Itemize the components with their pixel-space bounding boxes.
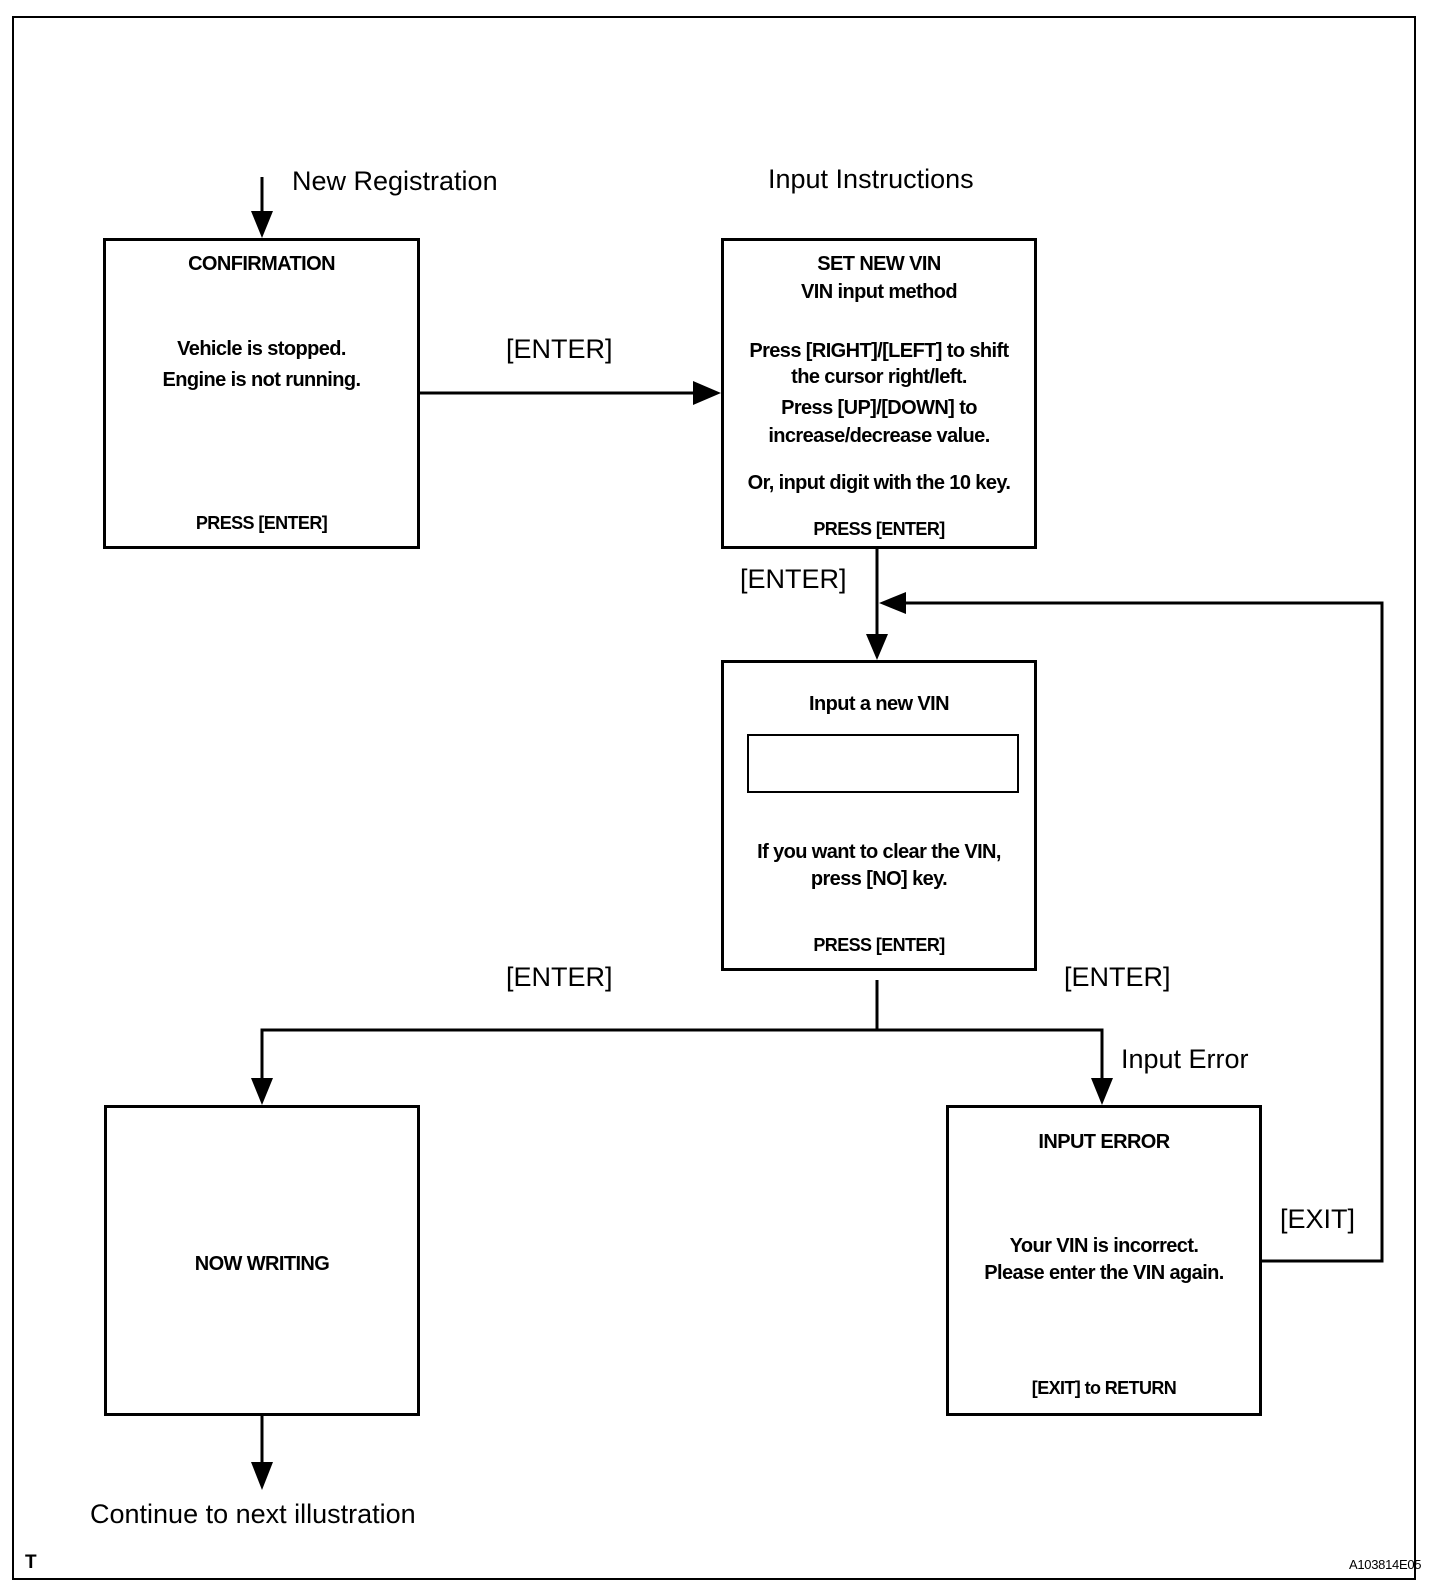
connector-branch [260,1028,1104,1085]
confirmation-screen: CONFIRMATION Vehicle is stopped. Engine … [103,238,420,549]
input-vin-line-1: If you want to clear the VIN, [757,841,1001,863]
enter-label-left-branch: [ENTER] [506,962,613,992]
new-registration-label: New Registration [292,166,498,196]
now-writing-screen: NOW WRITING [104,1105,420,1416]
input-error-footer: [EXIT] to RETURN [1031,1378,1177,1398]
input-instructions-label: Input Instructions [768,164,974,194]
input-error-title: INPUT ERROR [1038,1131,1170,1153]
arrowhead-now-writing [251,1078,273,1105]
confirmation-line-1: Vehicle is stopped. [177,338,346,360]
arrowhead-input-error [1091,1078,1113,1105]
now-writing-title: NOW WRITING [194,1253,330,1275]
confirmation-line-2: Engine is not running. [162,369,362,391]
figure-code: A103814E05 [1349,1557,1422,1572]
enter-label-setvin: [ENTER] [740,564,847,594]
set-new-vin-line-1: Press [RIGHT]/[LEFT] to shift [749,340,1009,362]
figure-frame [12,16,1416,1580]
continue-label: Continue to next illustration [90,1499,416,1529]
input-vin-title: Input a new VIN [809,693,950,715]
arrowhead-exit-return [879,592,906,614]
arrowhead-next [251,1462,273,1490]
set-new-vin-line-2: the cursor right/left. [791,366,967,388]
set-new-vin-title: SET NEW VIN [817,253,941,275]
input-error-label: Input Error [1121,1044,1249,1074]
input-vin-screen: Input a new VIN If you want to clear the… [721,660,1037,971]
input-vin-line-2: press [NO] key. [810,868,948,890]
enter-label-right-branch: [ENTER] [1064,962,1171,992]
set-new-vin-footer: PRESS [ENTER] [813,519,945,539]
arrowhead-input [866,634,888,660]
input-error-line-1: Your VIN is incorrect. [1009,1235,1199,1257]
set-new-vin-line-4: increase/decrease value. [768,425,990,447]
confirmation-title: CONFIRMATION [188,253,335,275]
enter-label-confirm: [ENTER] [506,334,613,364]
set-new-vin-screen: SET NEW VIN VIN input method Press [RIGH… [721,238,1037,549]
vin-input-field[interactable] [747,734,1019,793]
arrowhead-start [251,211,273,238]
arrowhead-setvin [693,381,721,405]
set-new-vin-subtitle: VIN input method [801,281,958,303]
set-new-vin-line-3: Press [UP]/[DOWN] to [781,397,977,419]
input-error-line-2: Please enter the VIN again. [984,1262,1224,1284]
exit-label: [EXIT] [1280,1204,1356,1234]
set-new-vin-line-5: Or, input digit with the 10 key. [747,472,1011,494]
input-vin-footer: PRESS [ENTER] [813,935,945,955]
input-error-screen: INPUT ERROR Your VIN is incorrect. Pleas… [946,1105,1262,1416]
corner-mark: T [25,1552,37,1573]
confirmation-footer: PRESS [ENTER] [195,513,328,533]
connector-exit-loop [905,601,1384,1263]
